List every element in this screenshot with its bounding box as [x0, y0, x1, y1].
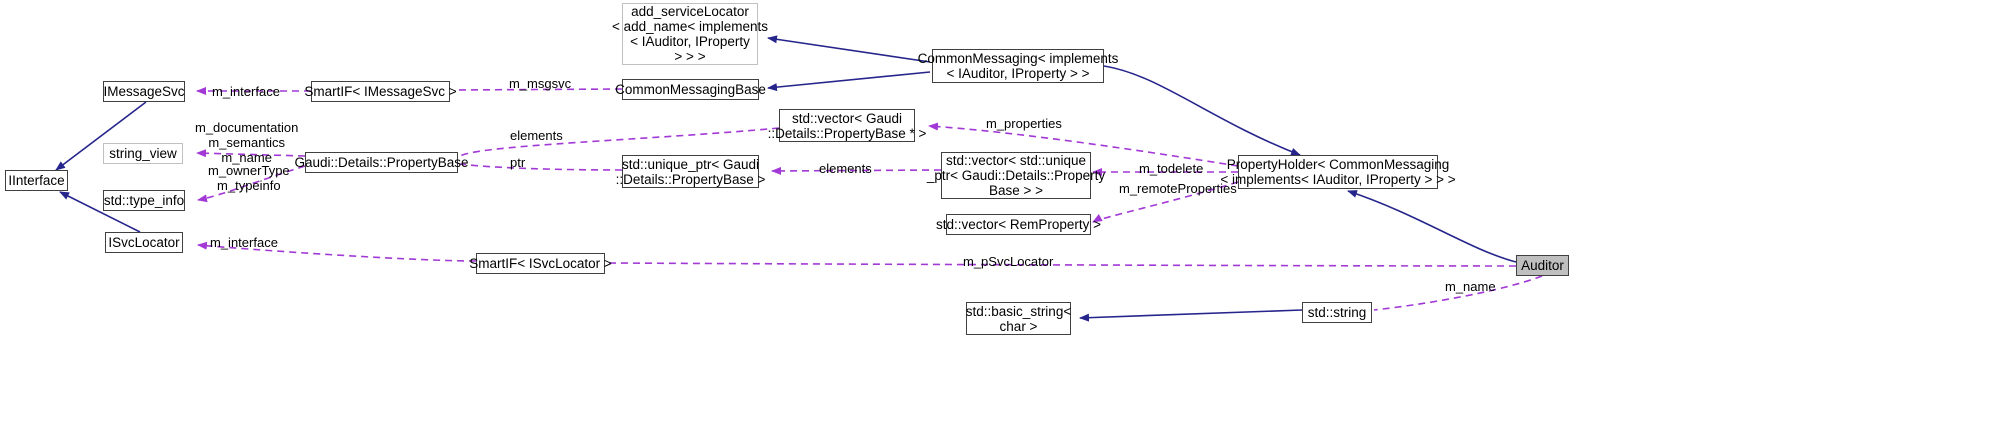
node-label: Auditor — [1521, 258, 1564, 273]
node-label: std::unique_ptr< Gaudi ::Details::Proper… — [615, 156, 766, 187]
node-std-basic-string[interactable]: std::basic_string< char > — [966, 302, 1071, 335]
node-label: std::vector< std::unique _ptr< Gaudi::De… — [926, 153, 1106, 198]
node-vector-propertybase-ptr[interactable]: std::vector< Gaudi ::Details::PropertyBa… — [768, 109, 926, 142]
edge-label-m-todelete: m_todelete — [1139, 161, 1203, 176]
edge-label-text: ptr — [510, 155, 526, 170]
edge-label-m-msgsvc: m_msgsvc — [509, 76, 571, 91]
edge-label-text: elements — [510, 128, 563, 143]
node-label: ISvcLocator — [108, 235, 180, 250]
edge-label-text: elements — [819, 161, 872, 176]
edge-label-m-remoteproperties: m_remoteProperties — [1119, 181, 1237, 196]
edge-label-text: m_interface — [212, 84, 280, 99]
edge-label-elements-top: elements — [510, 128, 563, 143]
edge-label-text: m_pSvcLocator — [963, 254, 1054, 269]
node-label: add_serviceLocator < add_name< implement… — [611, 4, 769, 64]
node-label: IMessageSvc — [103, 84, 185, 99]
edge-label-text: m_msgsvc — [509, 76, 572, 91]
node-commonmessaging[interactable]: CommonMessaging< implements < IAuditor, … — [918, 49, 1118, 83]
node-smartif-isvclocator[interactable]: SmartIF< ISvcLocator > — [469, 253, 612, 274]
node-std-string[interactable]: std::string — [1302, 302, 1372, 323]
node-label: std::string — [1307, 305, 1367, 320]
node-label: std::basic_string< char > — [965, 303, 1072, 334]
node-vector-unique-ptr-propertybase[interactable]: std::vector< std::unique _ptr< Gaudi::De… — [927, 152, 1105, 199]
edge-label-m-documentation: m_documentation m_semantics m_name — [195, 120, 298, 165]
edge-label-m-interface-svclocator: m_interface — [210, 235, 278, 250]
edge-label-text: m_properties — [986, 116, 1062, 131]
node-auditor[interactable]: Auditor — [1516, 255, 1569, 276]
node-label: CommonMessaging< implements < IAuditor, … — [917, 51, 1119, 81]
edge-label-m-interface-msgsvc: m_interface — [212, 84, 280, 99]
node-add-servicelocator[interactable]: add_serviceLocator < add_name< implement… — [612, 3, 768, 65]
edge-label-m-properties: m_properties — [986, 116, 1062, 131]
node-commonmessagingbase[interactable]: CommonMessagingBase — [615, 79, 766, 100]
edge-label-m-name: m_name — [1445, 279, 1496, 294]
edge-label-elements-mid: elements — [819, 161, 872, 176]
edge-label-text: m_interface — [210, 235, 278, 250]
node-string-view[interactable]: string_view — [103, 143, 183, 164]
node-isvclocator[interactable]: ISvcLocator — [105, 232, 183, 253]
edge-label-ptr: ptr — [510, 155, 525, 170]
node-label: CommonMessagingBase — [615, 82, 766, 97]
node-label: PropertyHolder< CommonMessaging < implem… — [1220, 157, 1456, 187]
node-label: std::vector< RemProperty > — [935, 217, 1102, 232]
edge-label-m-ownertype: m_ownerType m_typeinfo — [208, 163, 290, 193]
node-propertyholder[interactable]: PropertyHolder< CommonMessaging < implem… — [1220, 155, 1456, 189]
node-label: std::vector< Gaudi ::Details::PropertyBa… — [767, 110, 927, 141]
edge-label-text: m_ownerType m_typeinfo — [208, 163, 290, 193]
node-label: SmartIF< ISvcLocator > — [469, 256, 612, 271]
node-iinterface[interactable]: IInterface — [5, 170, 68, 191]
node-smartif-imessagesvc[interactable]: SmartIF< IMessageSvc > — [304, 81, 457, 102]
edge-label-m-psvclocator: m_pSvcLocator — [963, 254, 1053, 269]
node-label: Gaudi::Details::PropertyBase — [294, 155, 469, 170]
node-label: SmartIF< IMessageSvc > — [304, 84, 457, 99]
edge-label-text: m_name — [1445, 279, 1496, 294]
node-std-type-info[interactable]: std::type_info — [103, 190, 185, 211]
node-imessagesvc[interactable]: IMessageSvc — [103, 81, 185, 102]
edge-label-text: m_documentation m_semantics m_name — [195, 120, 299, 165]
node-gaudi-details-propertybase[interactable]: Gaudi::Details::PropertyBase — [294, 152, 469, 173]
edge-label-text: m_todelete — [1139, 161, 1204, 176]
node-label: IInterface — [8, 173, 65, 188]
node-label: string_view — [109, 146, 177, 161]
node-unique-ptr-propertybase[interactable]: std::unique_ptr< Gaudi ::Details::Proper… — [616, 155, 765, 188]
edge-label-text: m_remoteProperties — [1119, 181, 1237, 196]
node-vector-remproperty[interactable]: std::vector< RemProperty > — [936, 214, 1101, 235]
node-label: std::type_info — [103, 193, 185, 208]
